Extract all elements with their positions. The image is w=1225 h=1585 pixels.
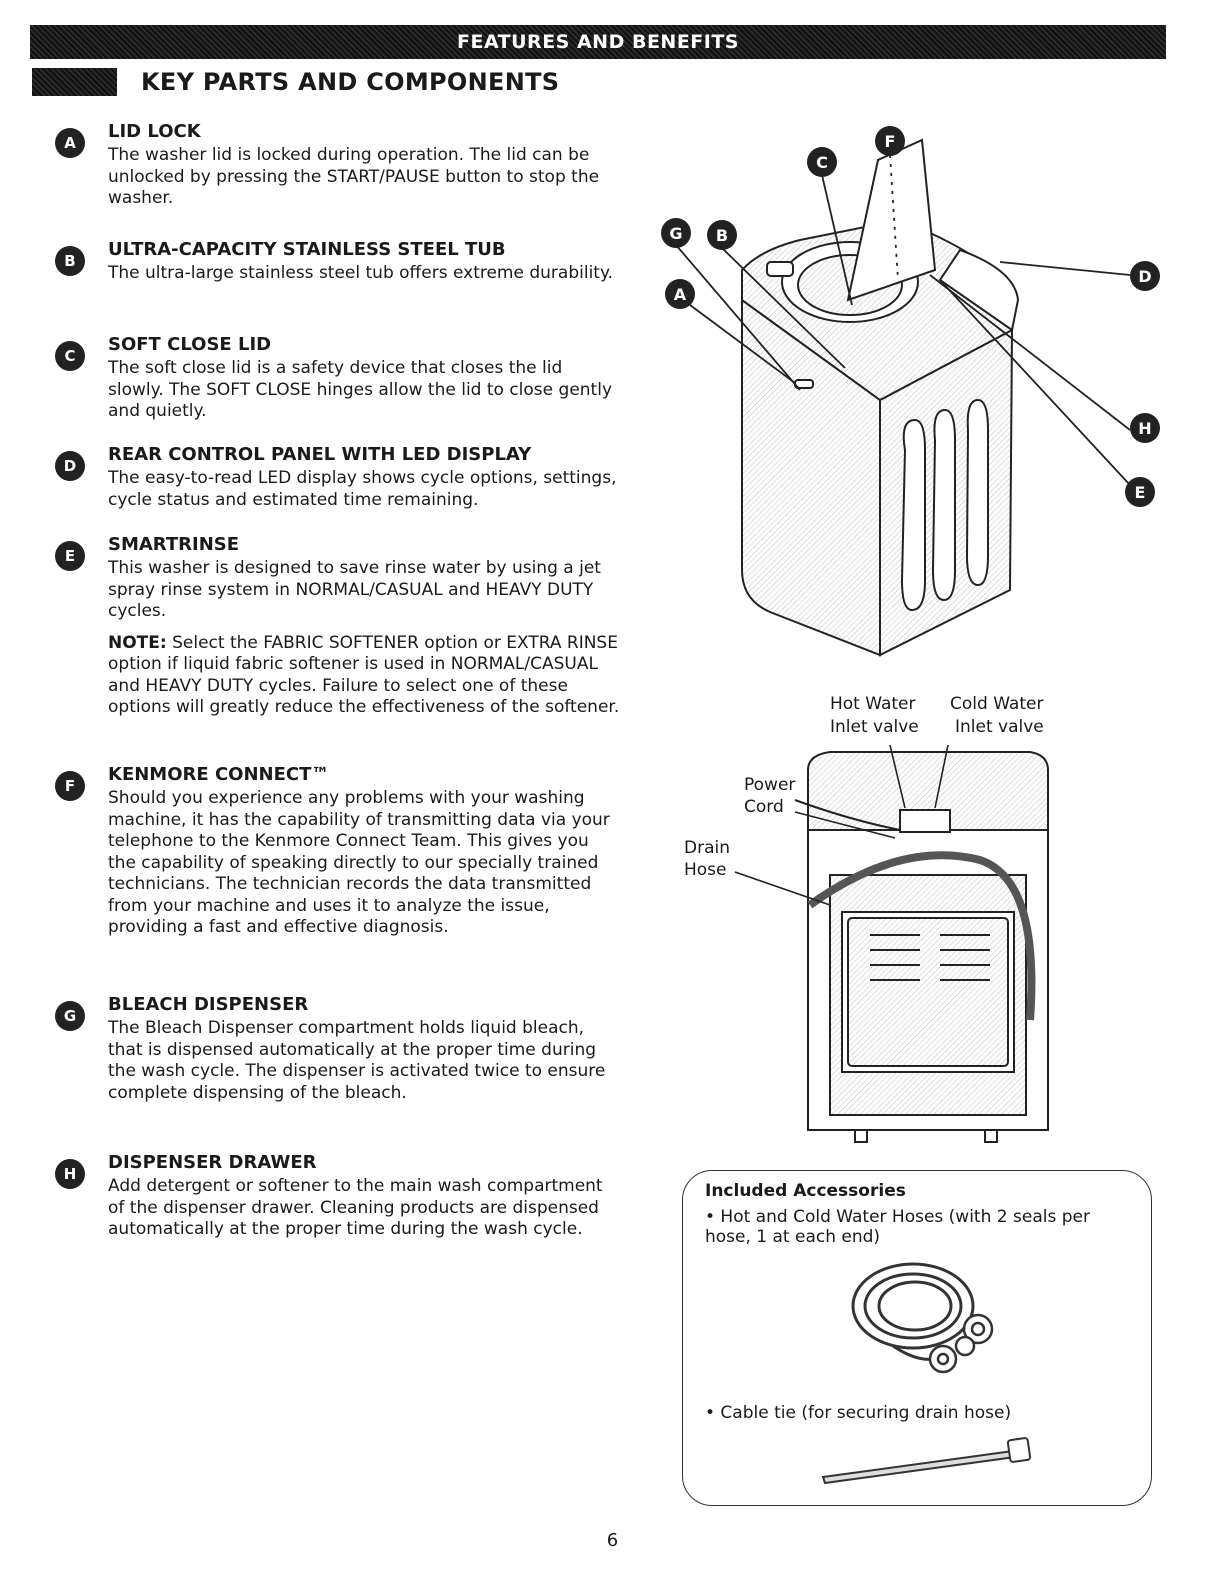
svg-text:C: C: [816, 153, 828, 172]
washer-top-view-illustration: [741, 138, 1020, 657]
letter-badge-e: E: [55, 541, 85, 571]
section-heading: KEY PARTS AND COMPONENTS: [32, 64, 559, 100]
included-accessories-box: Included Accessories • Hot and Cold Wate…: [682, 1170, 1152, 1506]
parts-list: A LID LOCK The washer lid is locked duri…: [50, 120, 620, 1241]
diagram-badge-b: B: [707, 220, 737, 250]
hot-water-label-2: Inlet valve: [830, 717, 919, 737]
svg-text:D: D: [1138, 267, 1151, 286]
diagram-badge-h: H: [1130, 413, 1160, 443]
page-number: 6: [606, 1530, 619, 1551]
diagram-badge-e: E: [1125, 477, 1155, 507]
part-item-e: E SMARTRINSE This washer is designed to …: [50, 533, 620, 763]
rear-view-leaders: [734, 744, 949, 906]
svg-text:E: E: [1135, 483, 1146, 502]
part-item-f: F KENMORE CONNECT™ Should you experience…: [50, 763, 620, 993]
part-title: REAR CONTROL PANEL WITH LED DISPLAY: [108, 444, 532, 465]
svg-text:G: G: [669, 224, 682, 243]
diagram-badge-g: G: [661, 218, 691, 248]
hot-water-label-1: Hot Water: [830, 694, 916, 714]
letter-badge-g: G: [55, 1001, 85, 1031]
cold-water-label-2: Inlet valve: [955, 717, 1044, 737]
section-title: KEY PARTS AND COMPONENTS: [141, 68, 560, 96]
part-title: SMARTRINSE: [108, 534, 240, 555]
svg-text:H: H: [1138, 419, 1151, 438]
rear-view-labels: Hot Water Inlet valve Cold Water Inlet v…: [684, 694, 1044, 880]
part-item-d: D REAR CONTROL PANEL WITH LED DISPLAY Th…: [50, 443, 620, 533]
part-title: KENMORE CONNECT™: [108, 764, 330, 785]
water-hoses-illustration: [851, 1262, 994, 1374]
letter-badge-d: D: [55, 451, 85, 481]
power-cord-label-2: Cord: [744, 797, 784, 817]
accessories-title: Included Accessories: [705, 1181, 906, 1201]
letter-badge-c: C: [55, 341, 85, 371]
diagram-badge-f: F: [875, 126, 905, 156]
letter-badge-a: A: [55, 128, 85, 158]
part-description: Add detergent or softener to the main wa…: [108, 1176, 603, 1239]
part-item-g: G BLEACH DISPENSER The Bleach Dispenser …: [50, 993, 620, 1151]
note-text: Select the FABRIC SOFTENER option or EXT…: [108, 632, 620, 718]
part-item-h: H DISPENSER DRAWER Add detergent or soft…: [50, 1151, 620, 1241]
svg-text:A: A: [674, 285, 687, 304]
washer-diagram: C F G B A D H E Hot Water Inlet valve Co…: [661, 126, 1160, 1143]
part-item-c: C SOFT CLOSE LID The soft close lid is a…: [50, 333, 620, 443]
cold-water-label-1: Cold Water: [950, 694, 1043, 714]
part-title: DISPENSER DRAWER: [108, 1152, 317, 1173]
part-description: Should you experience any problems with …: [108, 788, 610, 937]
accessory-item-hoses: • Hot and Cold Water Hoses (with 2 seals…: [705, 1207, 1090, 1247]
section-bar: [32, 68, 117, 96]
cable-tie-illustration: [821, 1437, 1032, 1485]
svg-text:F: F: [885, 132, 896, 151]
svg-text:B: B: [716, 226, 728, 245]
diagram-badge-c: C: [807, 147, 837, 177]
diagram-badge-d: D: [1130, 261, 1160, 291]
diagram-badge-a: A: [665, 279, 695, 309]
part-description: This washer is designed to save rinse wa…: [108, 558, 601, 621]
part-note: NOTE: Select the FABRIC SOFTENER option …: [108, 633, 620, 719]
part-item-b: B ULTRA-CAPACITY STAINLESS STEEL TUB The…: [50, 238, 620, 333]
part-description: The easy-to-read LED display shows cycle…: [108, 468, 617, 510]
part-title: LID LOCK: [108, 121, 201, 142]
part-item-a: A LID LOCK The washer lid is locked duri…: [50, 120, 620, 238]
diagram-badges: C F G B A D H E: [661, 126, 1160, 507]
part-title: ULTRA-CAPACITY STAINLESS STEEL TUB: [108, 239, 506, 260]
letter-badge-h: H: [55, 1159, 85, 1189]
header-banner: FEATURES AND BENEFITS: [30, 25, 1166, 59]
part-description: The soft close lid is a safety device th…: [108, 358, 612, 421]
letter-badge-b: B: [55, 246, 85, 276]
part-title: SOFT CLOSE LID: [108, 334, 272, 355]
part-description: The ultra-large stainless steel tub offe…: [108, 263, 613, 283]
power-cord-label-1: Power: [744, 775, 795, 795]
part-description: The Bleach Dispenser compartment holds l…: [108, 1018, 606, 1103]
part-title: BLEACH DISPENSER: [108, 994, 309, 1015]
drain-hose-label-1: Drain: [684, 838, 730, 858]
accessory-item-cable-tie: • Cable tie (for securing drain hose): [705, 1403, 1012, 1423]
part-description: The washer lid is locked during operatio…: [108, 145, 600, 208]
drain-hose-label-2: Hose: [684, 860, 727, 880]
callout-leaders: [675, 154, 1131, 486]
letter-badge-f: F: [55, 771, 85, 801]
note-label: NOTE:: [108, 632, 167, 653]
washer-rear-view-illustration: [794, 751, 1049, 1143]
